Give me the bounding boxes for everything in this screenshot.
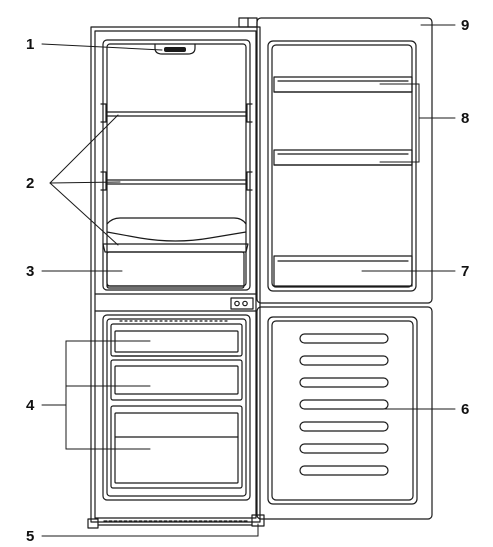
fridge-door-liner <box>267 40 417 292</box>
vegetable-crisper <box>102 243 249 289</box>
fridge-door <box>230 17 433 310</box>
callout-labels: 1 2 3 4 5 6 7 8 9 <box>26 17 469 545</box>
callout-8: 8 <box>461 110 469 127</box>
freezer-liner <box>102 314 251 501</box>
freezer-door-liner-inner <box>271 320 414 501</box>
callout-5: 5 <box>26 528 34 545</box>
base-feet <box>87 514 265 529</box>
glass-shelf <box>100 171 253 191</box>
fridge-liner-inner <box>106 43 247 287</box>
thermostat-panel <box>230 297 254 310</box>
callout-2: 2 <box>26 175 34 192</box>
freezer-drawer <box>110 323 243 357</box>
freezer-liner-inner <box>106 318 247 497</box>
callout-7: 7 <box>461 263 469 280</box>
freezer-door <box>256 306 433 520</box>
crisper-cover-shelf <box>106 217 247 242</box>
glass-shelf <box>100 103 253 123</box>
top-hinge <box>238 17 258 28</box>
freezer-door-liner <box>267 316 418 505</box>
cabinet-outer <box>90 26 261 523</box>
callout-6: 6 <box>461 401 469 418</box>
door-shelf <box>273 149 413 166</box>
callout-3: 3 <box>26 263 34 280</box>
callout-9: 9 <box>461 17 469 34</box>
callout-4: 4 <box>26 397 35 414</box>
fridge-compartment <box>100 39 253 291</box>
fridge-liner <box>102 39 251 291</box>
freezer-drawer <box>110 359 243 401</box>
cabinet <box>90 26 261 523</box>
freezer-drawer <box>110 405 243 489</box>
fridge-door-outer <box>256 17 433 304</box>
freezer-door-outer <box>256 306 433 520</box>
lamp-unit <box>154 43 196 55</box>
door-ribs <box>299 333 389 476</box>
freezer-compartment <box>102 314 251 501</box>
callout-1: 1 <box>26 36 34 53</box>
leader-lines <box>41 24 456 537</box>
cabinet-inner-edge <box>94 30 257 519</box>
fridge-door-liner-inner <box>271 44 413 288</box>
